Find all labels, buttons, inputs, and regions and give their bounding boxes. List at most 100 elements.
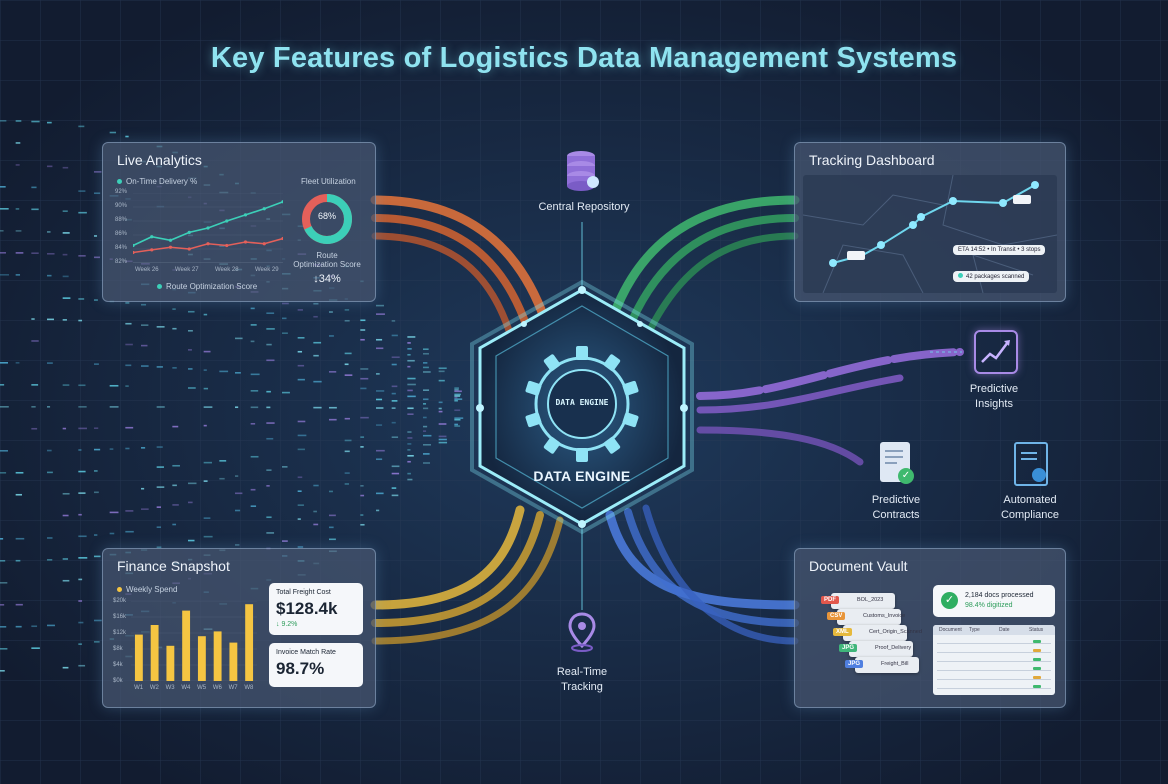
check-circle-icon: ✓ — [941, 592, 958, 609]
gear-tooth — [603, 354, 621, 372]
data-particle — [423, 416, 427, 419]
route-score-series-point — [187, 247, 191, 251]
data-particle — [454, 417, 464, 419]
y-tick-label: $0k — [113, 678, 123, 684]
data-particle — [329, 335, 334, 337]
data-particle — [329, 418, 337, 421]
data-particle — [376, 313, 385, 315]
data-particle — [297, 448, 305, 451]
data-particle — [360, 319, 366, 322]
route-score-series-point — [133, 250, 135, 255]
data-particle — [423, 352, 429, 355]
data-particle — [188, 329, 193, 332]
data-particle — [172, 523, 177, 526]
data-particle — [297, 309, 303, 311]
y-tick-label: 92% — [115, 189, 128, 195]
total-freight-change: ↓ 9.2% — [276, 621, 298, 628]
data-particle — [391, 421, 396, 424]
database-icon — [567, 151, 599, 191]
data-particle — [376, 509, 380, 512]
data-particle — [250, 488, 256, 491]
data-particle — [188, 349, 192, 351]
data-particle — [407, 395, 416, 398]
data-particle — [235, 492, 243, 495]
data-particle — [47, 449, 52, 452]
x-tick-label: W3 — [165, 685, 175, 691]
data-particle — [78, 255, 86, 257]
data-particle — [407, 365, 411, 368]
data-particle — [344, 417, 350, 420]
data-particle — [376, 407, 384, 409]
data-particle — [62, 297, 71, 299]
on-time-series-point — [150, 235, 154, 239]
data-particle — [360, 368, 369, 370]
gear-tooth — [525, 412, 542, 428]
data-particle — [0, 604, 5, 606]
data-particle — [15, 142, 21, 144]
data-particle — [15, 625, 22, 628]
central-repository-label: Central Repository — [538, 201, 630, 213]
x-tick-label: W6 — [212, 685, 222, 691]
data-particle — [297, 434, 307, 437]
data-particle — [156, 466, 164, 468]
route-score-series-point — [262, 242, 266, 246]
donut-value: 68% — [317, 211, 336, 221]
data-particle — [423, 403, 427, 405]
data-particle — [94, 235, 98, 237]
status-dot — [1033, 676, 1041, 679]
automated-compliance-line2: Compliance — [1000, 509, 1060, 521]
data-particle — [31, 647, 40, 649]
data-particle — [125, 530, 134, 533]
data-particle — [15, 208, 20, 210]
gear-tooth — [576, 448, 588, 462]
data-particle — [235, 337, 243, 340]
on-time-series-point — [168, 238, 173, 242]
data-particle — [344, 450, 350, 453]
data-particle — [438, 435, 447, 438]
data-particle — [391, 487, 397, 489]
data-particle — [266, 390, 271, 393]
table-row[interactable] — [937, 649, 1051, 653]
data-particle — [391, 494, 399, 497]
data-particle — [407, 336, 416, 338]
data-particle — [407, 413, 414, 416]
table-row[interactable] — [937, 640, 1051, 644]
table-row[interactable] — [937, 685, 1051, 689]
tracking-dashboard-title: Tracking Dashboard — [809, 152, 935, 168]
data-particle — [407, 454, 414, 457]
data-particle — [0, 582, 8, 584]
data-particle — [62, 579, 70, 582]
data-particle — [407, 449, 411, 451]
data-particle — [376, 304, 384, 307]
table-row[interactable] — [937, 676, 1051, 680]
table-row[interactable] — [937, 667, 1051, 671]
gear-tooth — [525, 380, 542, 396]
y-tick-label: $12k — [113, 630, 127, 636]
automated-compliance-label: Automated Compliance — [980, 493, 1080, 523]
data-particle — [15, 164, 20, 166]
data-particle — [266, 312, 275, 315]
data-particle — [313, 341, 322, 344]
data-particle — [0, 626, 7, 628]
data-particle — [62, 166, 69, 169]
data-particle — [109, 448, 114, 450]
data-particle — [203, 480, 208, 482]
data-particle — [407, 342, 411, 344]
y-tick-label: 84% — [115, 245, 128, 251]
data-particle — [360, 494, 365, 497]
route-score-series-point — [225, 243, 229, 248]
table-row[interactable] — [937, 658, 1051, 662]
data-particle — [31, 208, 39, 211]
data-particle — [344, 472, 350, 474]
tracking-map — [803, 175, 1057, 293]
data-particle — [391, 465, 400, 468]
data-particle — [203, 424, 207, 427]
data-particle — [188, 482, 197, 485]
data-particle — [438, 410, 443, 413]
